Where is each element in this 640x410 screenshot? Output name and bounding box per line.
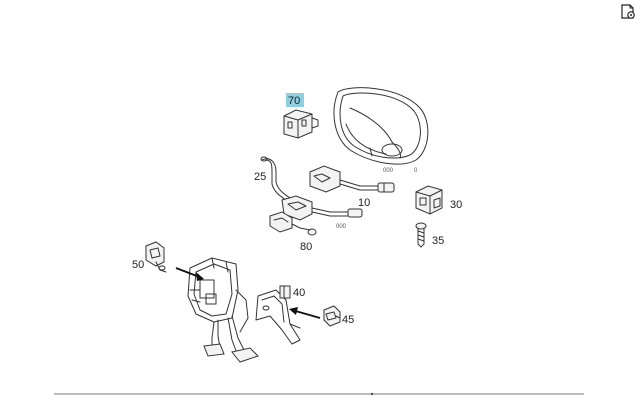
callout-45[interactable]: 45: [342, 314, 354, 326]
part-70-switch: [283, 109, 319, 139]
callout-70-label: 70: [288, 95, 300, 107]
callout-80[interactable]: 80: [300, 241, 312, 253]
part-80-stalk-switch: [269, 195, 363, 236]
export-settings-icon[interactable]: [620, 4, 636, 20]
callout-30[interactable]: 30: [450, 199, 462, 211]
steering-wheel: [333, 87, 429, 165]
divider-dot: [370, 392, 374, 396]
tiny-mark-2: 0: [414, 168, 418, 174]
tiny-mark-3: 000: [336, 224, 347, 230]
part-25-rod: [260, 156, 291, 201]
tiny-mark-1: 000: [383, 168, 394, 174]
part-10-combination-switch: [309, 165, 395, 193]
part-50-clip: [145, 241, 167, 273]
pedal-assembly: [187, 257, 259, 363]
callout-35[interactable]: 35: [432, 235, 444, 247]
part-45-clip: [323, 305, 341, 327]
part-30-block: [415, 185, 443, 215]
callout-50[interactable]: 50: [132, 259, 144, 271]
callout-70[interactable]: 70: [286, 93, 304, 107]
callout-10[interactable]: 10: [358, 197, 370, 209]
part-40-bracket: [255, 285, 301, 345]
callout-25[interactable]: 25: [254, 171, 266, 183]
callout-40[interactable]: 40: [293, 287, 305, 299]
part-35-screw: [415, 222, 427, 248]
